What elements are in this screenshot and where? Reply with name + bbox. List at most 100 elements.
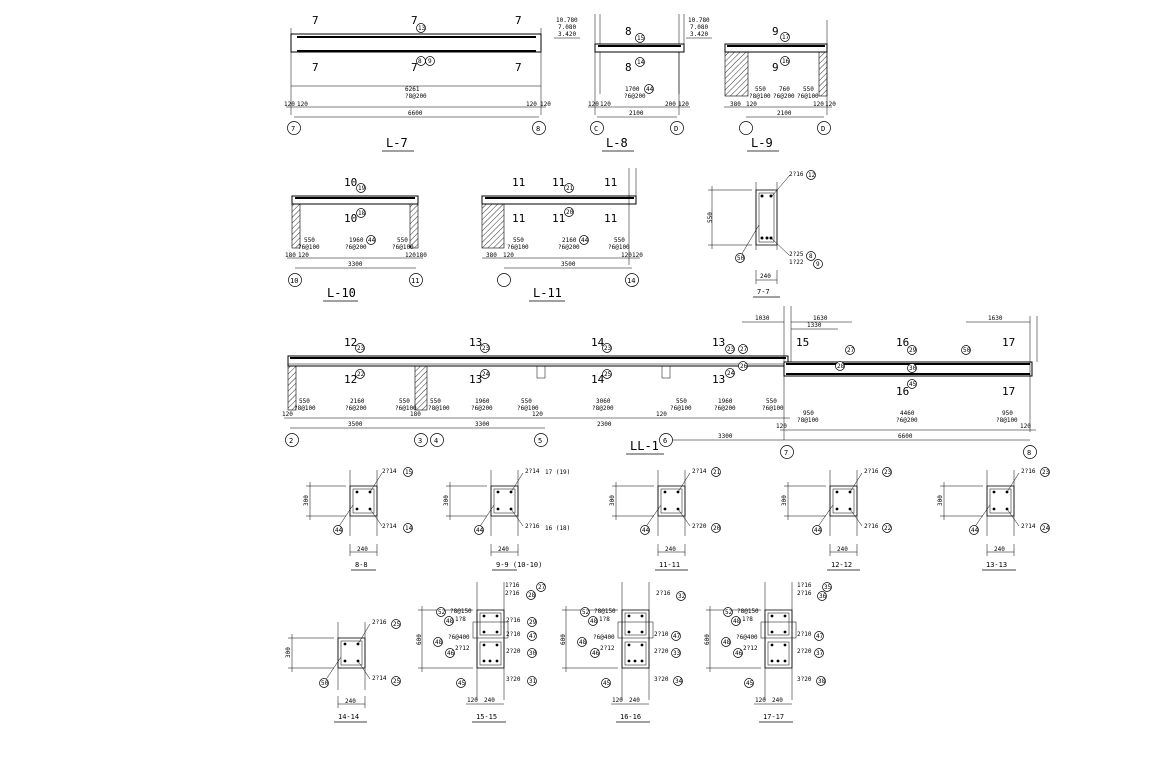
dim-total: 3500 [561, 261, 576, 268]
axis-bubble: 10 [290, 277, 298, 285]
bottom-bars: 2?20 [692, 523, 707, 530]
bar-line: 3?20 [654, 676, 669, 683]
bar-mark: 47 [816, 633, 824, 640]
bar-mark: 31 [529, 678, 537, 685]
bar-mark: 29 [529, 619, 537, 626]
axis-bubble: C [594, 125, 598, 133]
axis-bubble: 8 [1027, 449, 1031, 457]
bottom-bars: 2?16 [525, 523, 540, 530]
bar-mark: 45 [909, 381, 917, 388]
top-bars: 2?16 [372, 619, 387, 626]
top-dim: 1030 [755, 315, 770, 322]
bar-line: 2?16 [506, 617, 521, 624]
cut-label: 11 [552, 212, 565, 225]
dim-mid: 1960 [349, 237, 364, 244]
dim-seat-right: 120 [632, 252, 643, 259]
dim-end-right: 120 [405, 252, 416, 259]
bar-mark: 22 [357, 371, 365, 378]
top-dim: 1330 [807, 322, 822, 329]
bar-mark: 52 [438, 609, 446, 616]
span-dim: 6600 [898, 433, 913, 440]
end-dim: 120 [282, 411, 293, 418]
dim-clear: 6261 [405, 86, 420, 93]
section-width: 240 [498, 546, 509, 553]
top-bars: 2?14 [382, 468, 397, 475]
bar-mark: 15 [637, 35, 645, 42]
stirrup: ?6@100 [395, 405, 417, 412]
cut-label: 7 [515, 61, 522, 74]
bar-mark: 36 [819, 593, 827, 600]
section-height: 300 [937, 495, 944, 506]
cut-label: 10 [344, 212, 357, 225]
dim-seat-right: 120 [678, 101, 689, 108]
seg-dim: 950 [1002, 410, 1013, 417]
bar-line: 2?12 [743, 645, 758, 652]
end-dim: 120 [532, 411, 543, 418]
bar-line: 2?12 [600, 645, 615, 652]
cut-label: 7 [312, 61, 319, 74]
bottom-bars: 2?14 [382, 523, 397, 530]
axis-bubble: D [674, 125, 678, 133]
axis-bubble: 6 [663, 437, 667, 445]
bar-mark: 48 [733, 618, 741, 625]
bar-mark: 28 [837, 363, 845, 370]
bar-mark: 27 [538, 584, 546, 591]
section-height: 600 [416, 634, 423, 645]
section-title: 14-14 [338, 713, 359, 721]
bottom-bars: 2?14 [372, 675, 387, 682]
elevation: 10.780 [688, 17, 710, 24]
bar-line: 2?16 [656, 590, 671, 597]
cut-label: 9 [772, 25, 779, 38]
bar-mark: 19 [358, 185, 366, 192]
stirrup: ?6@200 [896, 417, 918, 424]
bar-mark: 23 [727, 346, 735, 353]
end-dim: 180 [410, 411, 421, 418]
top-bars: 2?16 [864, 468, 879, 475]
end-dim: 120 [1020, 423, 1031, 430]
elevation: 3.420 [690, 31, 708, 38]
dim-end-right: 200 [665, 101, 676, 108]
bar-mark: 52 [582, 609, 590, 616]
beam-l7: 7 7 7 7 7 7 13 8 9 6261 ?8@200 120 120 1… [284, 14, 551, 152]
stirrup-right: ?6@100 [797, 93, 819, 100]
span-dim: 2300 [597, 421, 612, 428]
section-height: 600 [560, 634, 567, 645]
section-title: 8-8 [355, 561, 368, 569]
side-label: 1?8 [742, 616, 753, 623]
section-13-13: 300 2?16 23 2?14 24 44 240 13-13 [937, 467, 1050, 571]
dim-seat-left: 120 [588, 101, 599, 108]
cut-label: 13 [469, 373, 482, 386]
top-dim: 1630 [813, 315, 828, 322]
cut-label: 16 [896, 385, 909, 398]
beam-title: L-8 [606, 136, 628, 150]
dim-mid: 760 [779, 86, 790, 93]
section-width: 240 [357, 546, 368, 553]
cut-label: 8 [625, 61, 632, 74]
bar-mark: 23 [604, 345, 612, 352]
beam-l11: 11 11 11 11 11 11 21 20 44 550 2160 550 … [481, 168, 643, 302]
cut-label: 14 [591, 373, 605, 386]
cut-label: 14 [591, 336, 605, 349]
section-height: 300 [285, 647, 292, 658]
bar-line: 2?10 [506, 631, 521, 638]
seg-dim: 3060 [596, 398, 611, 405]
dim-clear: 1700 [625, 86, 640, 93]
section-height: 300 [443, 495, 450, 506]
cut-label: 17 [1002, 385, 1015, 398]
bar-mark: 44 [476, 527, 484, 534]
dim-seat-left: 120 [284, 101, 295, 108]
elevation: 3.420 [558, 31, 576, 38]
dim-mid: 2160 [562, 237, 577, 244]
seg-dim: 550 [521, 398, 532, 405]
section-title: 15-15 [476, 713, 497, 721]
bar-mark: 8 [809, 253, 813, 260]
axis-bubble: 11 [411, 277, 419, 285]
bar-mark: 28 [528, 592, 536, 599]
bar-mark: 24 [727, 370, 735, 377]
dim-seat-right: 120 [825, 101, 836, 108]
bar-mark: 48 [723, 639, 731, 646]
cut-label: 8 [625, 25, 632, 38]
bar-mark: 23 [1042, 469, 1050, 476]
bar-mark: 14 [637, 59, 645, 66]
bar-mark: 44 [814, 527, 822, 534]
